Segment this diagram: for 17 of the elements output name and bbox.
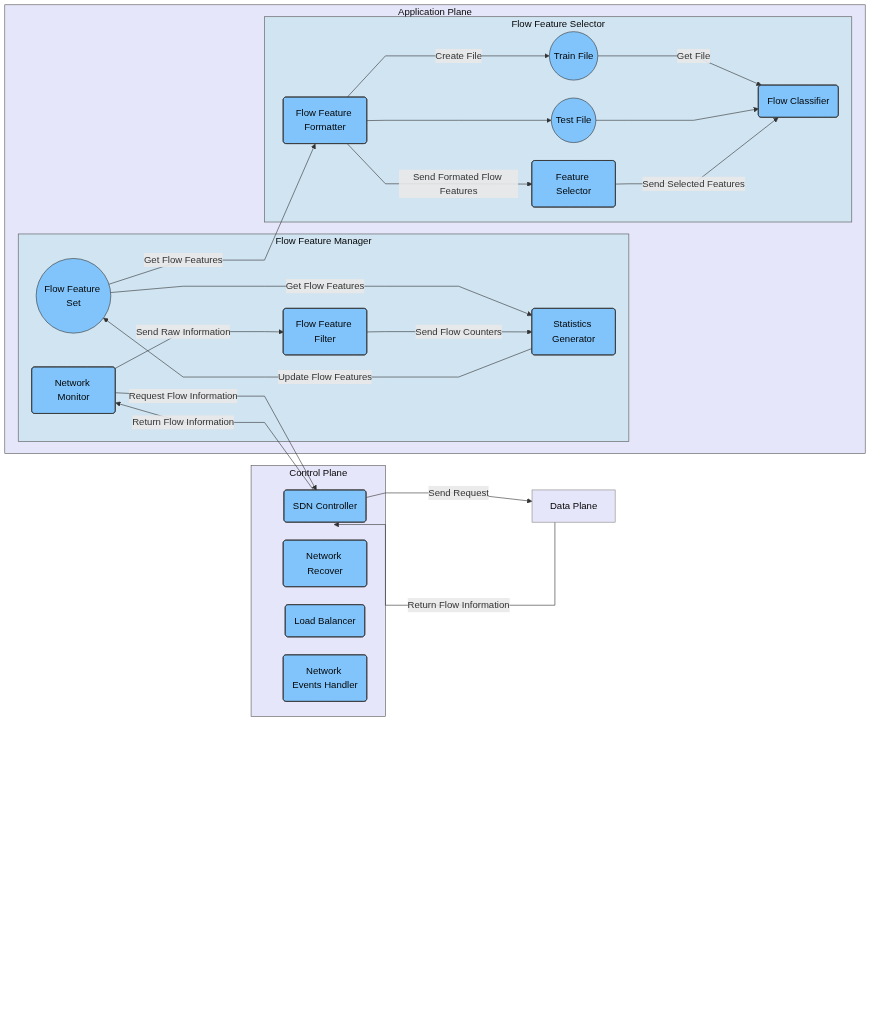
edge-label: Get File: [676, 50, 711, 61]
edge-label: Update Flow Features: [277, 371, 372, 382]
edge-label: Create File: [435, 50, 482, 61]
edge-label: Send Request: [428, 487, 489, 498]
edge-label: Return Flow Information: [132, 417, 235, 428]
edge-label: Return Flow Information: [407, 599, 510, 610]
edge-label: Send Selected Features: [642, 178, 745, 189]
edge-label: Request Flow Information: [128, 390, 238, 401]
node-circle: Train File: [549, 31, 599, 81]
edge-label: Get Flow Features: [143, 254, 223, 265]
node-circle: Test File: [551, 97, 597, 143]
edge-label: Get Flow Features: [285, 280, 365, 292]
node-circle: Flow Feature Set: [35, 258, 112, 334]
edge-label: Send Formated Flow Features: [412, 171, 502, 196]
node-box: Data Plane: [531, 489, 616, 523]
edge-label: Send Flow Counters: [415, 326, 502, 337]
edge-label: Send Raw Information: [135, 326, 231, 337]
